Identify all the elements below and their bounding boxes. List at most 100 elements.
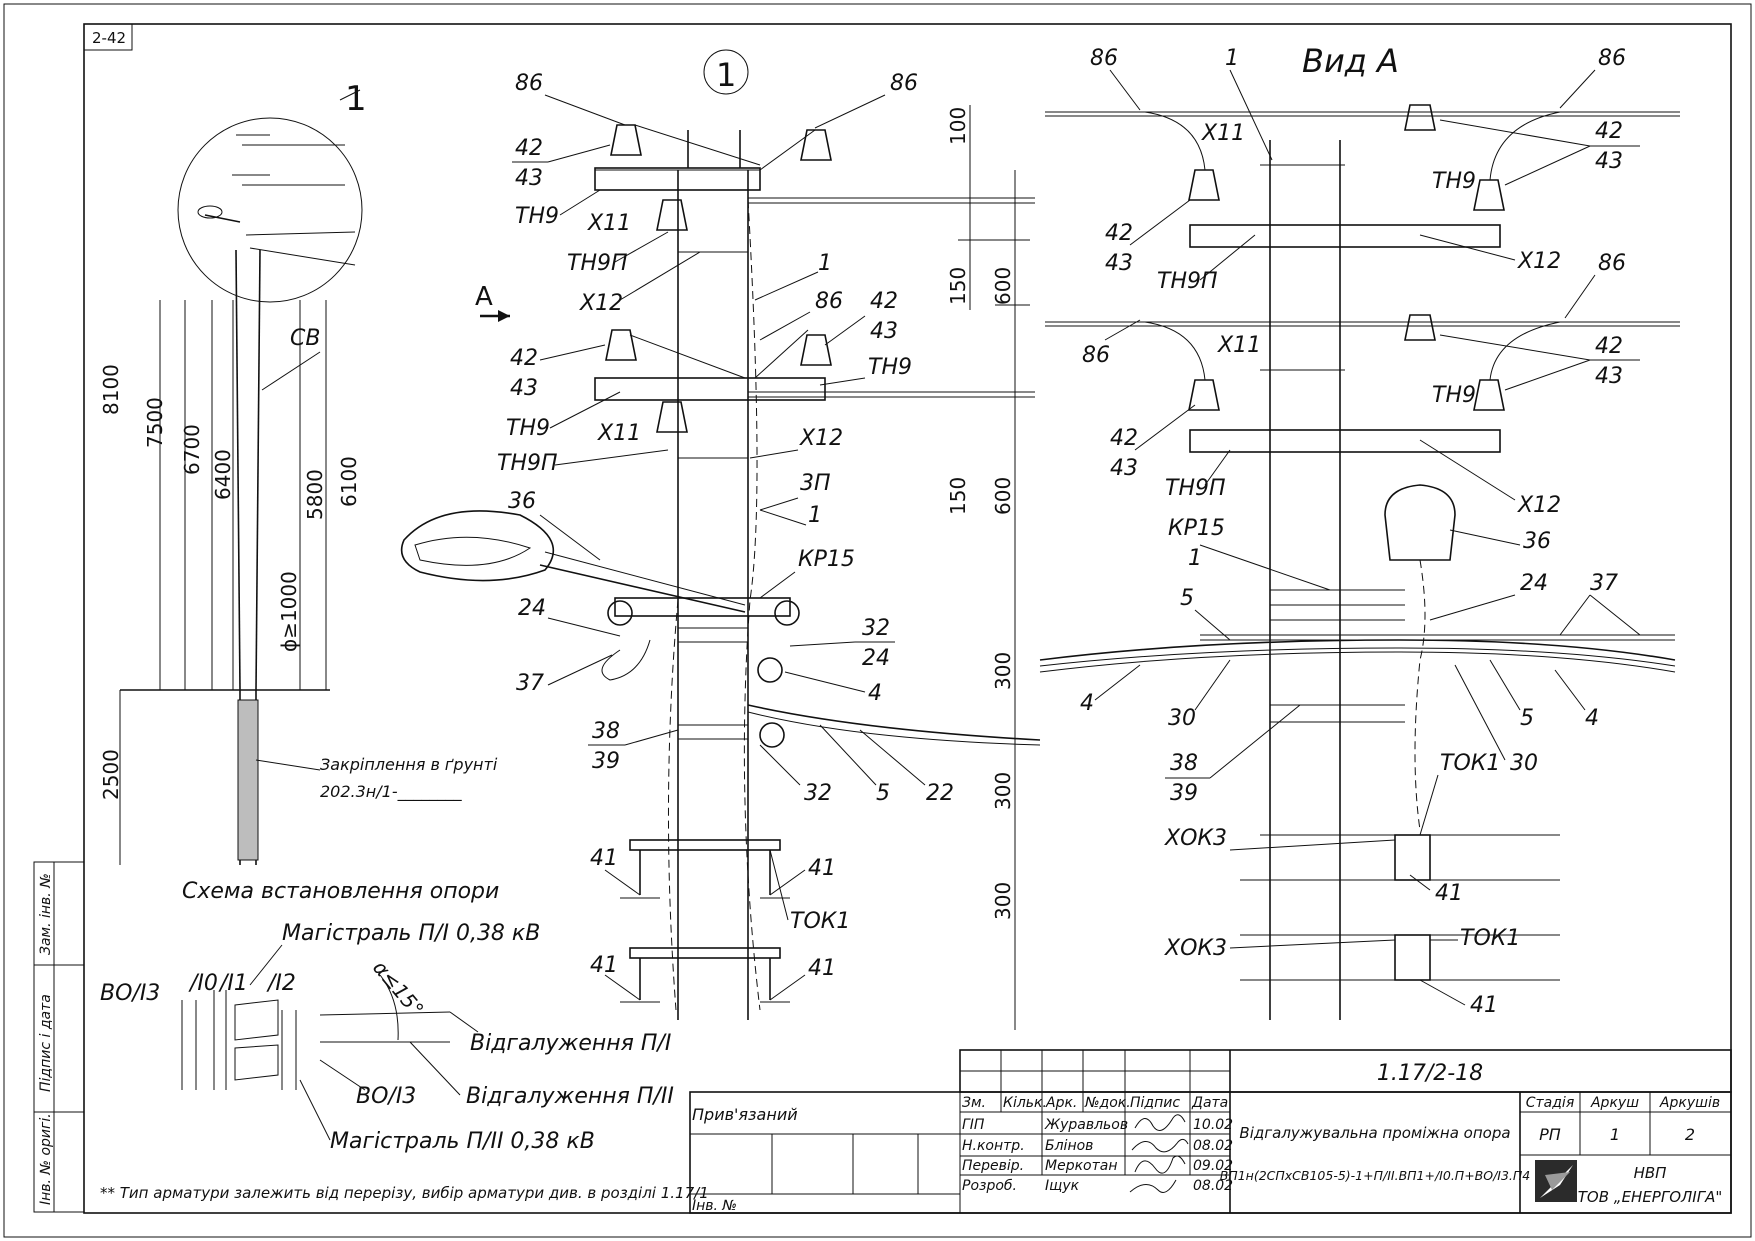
hdr-zm: Зм. (962, 1095, 986, 1111)
dim-7500: 7500 (143, 397, 167, 448)
row-date-2: 09.02 (1193, 1158, 1233, 1174)
el-36: 36 (508, 489, 536, 514)
stamp-inv-orig: Інв. № оригі. (38, 1113, 54, 1205)
el-43a: 43 (515, 166, 543, 191)
el-86b: 86 (890, 71, 918, 96)
el-dim-300a: 300 (991, 652, 1015, 690)
row-name-3: Іщук (1045, 1178, 1080, 1194)
description-1: Відгалужувальна проміжна опора (1239, 1124, 1510, 1142)
el-22: 22 (926, 781, 954, 806)
ground-note-2: 202.3н/1-________ (320, 782, 463, 802)
hdr-date: Дата (1191, 1095, 1228, 1111)
plan-l0: /І0 (188, 971, 218, 996)
el-th9a: ТН9 (515, 204, 559, 229)
org-1: НВП (1634, 1164, 1667, 1182)
sheet-code-box (83, 23, 133, 51)
plan-vo13-b: ВО/І3 (356, 1084, 416, 1109)
row-role-1: Н.контр. (962, 1138, 1025, 1154)
el-kr15: КР15 (798, 547, 855, 572)
el-4: 4 (868, 681, 882, 706)
va-5a: 5 (1180, 586, 1194, 611)
el-dim-600a: 600 (991, 267, 1015, 305)
va-x11a: Х11 (1201, 121, 1245, 146)
dim-6100: 6100 (337, 456, 361, 507)
el-x12b: Х12 (799, 426, 843, 451)
row-role-3: Розроб. (962, 1178, 1017, 1194)
plan-branch-2: Відгалуження П/ІІ (466, 1084, 674, 1109)
sheet-value: 1 (1610, 1125, 1620, 1144)
inner-frame (83, 23, 1732, 1214)
el-32b: 32 (804, 781, 832, 806)
dim-6700: 6700 (180, 424, 204, 475)
el-24b: 24 (862, 646, 890, 671)
stage-header: Стадія (1526, 1095, 1575, 1111)
sheet-code: 2-42 (92, 29, 126, 47)
va-xok3a: ХОК3 (1164, 826, 1227, 851)
description-2: ВП1н(2СПхСВ105-5)-1+П/ІІ.ВП1+/І0.П+ВО/І3… (1220, 1168, 1531, 1183)
el-dim-150b: 150 (946, 477, 970, 515)
va-41a: 41 (1435, 881, 1463, 906)
el-th9pb: ТН9П (497, 451, 558, 476)
va-th9pb: ТН9П (1165, 476, 1226, 501)
el-x11a: Х11 (587, 211, 631, 236)
va-86d: 86 (1082, 343, 1110, 368)
dim-6400: 6400 (211, 449, 235, 500)
va-43b: 43 (1105, 251, 1133, 276)
va-24: 24 (1520, 571, 1548, 596)
sheets-value: 2 (1685, 1125, 1695, 1144)
el-dim-300b: 300 (991, 772, 1015, 810)
diameter-label: ϕ≥1000 (277, 571, 301, 652)
va-tok1a: ТОК1 (1440, 751, 1500, 776)
el-86a: 86 (515, 71, 543, 96)
hdr-ndok: №док. (1084, 1095, 1131, 1111)
callout-1-label: 1 (345, 79, 367, 119)
row-date-3: 08.02 (1193, 1178, 1233, 1194)
el-x11b: Х11 (597, 421, 641, 446)
hdr-ark: Арк. (1045, 1095, 1077, 1111)
cb-label: СВ (290, 326, 320, 351)
dim-5800: 5800 (303, 469, 327, 520)
el-3p: 3П (800, 471, 831, 496)
el-dim-300c: 300 (991, 882, 1015, 920)
org-2: ТОВ „ЕНЕРГОЛІГА" (1578, 1188, 1722, 1206)
el-41d: 41 (808, 956, 836, 981)
row-name-0: Журавльов (1044, 1117, 1128, 1133)
va-43a: 43 (1595, 149, 1623, 174)
footnote: ** Тип арматури залежить від перерізу, в… (100, 1184, 709, 1202)
stage-value: РП (1539, 1125, 1561, 1144)
va-42d: 42 (1110, 426, 1138, 451)
dim-8100: 8100 (99, 364, 123, 415)
installation-scheme: 1 СВ 8100 7500 6700 6400 5800 6100 2500 … (99, 79, 499, 904)
va-kr15: КР15 (1168, 516, 1225, 541)
el-dim-600b: 600 (991, 477, 1015, 515)
side-stamp: Зам. інв. № Підпис і дата Інв. № оригі. (33, 861, 85, 1213)
va-x12a: Х12 (1517, 249, 1561, 274)
va-36: 36 (1523, 529, 1551, 554)
va-th9pa: ТН9П (1157, 269, 1218, 294)
plan-main-2: Магістраль П/ІІ 0,38 кВ (330, 1129, 595, 1154)
el-41a: 41 (590, 846, 618, 871)
el-41b: 41 (808, 856, 836, 881)
el-37: 37 (516, 671, 544, 696)
va-th9a: ТН9 (1432, 169, 1476, 194)
va-39: 39 (1170, 781, 1198, 806)
attached-label: Прив'язаний (692, 1105, 798, 1124)
detail-circle (177, 117, 363, 303)
signature-2 (1134, 1155, 1186, 1174)
va-37: 37 (1590, 571, 1618, 596)
el-43c: 43 (870, 319, 898, 344)
va-1a: 1 (1225, 46, 1239, 71)
el-5: 5 (876, 781, 890, 806)
va-x12b: Х12 (1517, 493, 1561, 518)
plan-vo13-a: ВО/І3 (100, 981, 160, 1006)
va-30a: 30 (1168, 706, 1196, 731)
row-date-0: 10.02 (1193, 1117, 1233, 1133)
el-42a: 42 (515, 136, 543, 161)
scheme-title: Схема встановлення опори (182, 879, 499, 904)
el-tok1: ТОК1 (790, 909, 850, 934)
row-role-2: Перевір. (962, 1158, 1024, 1174)
view-a-title: Вид А (1302, 42, 1399, 80)
va-tok1b: ТОК1 (1460, 926, 1520, 951)
va-4b: 4 (1585, 706, 1599, 731)
el-38: 38 (592, 719, 620, 744)
